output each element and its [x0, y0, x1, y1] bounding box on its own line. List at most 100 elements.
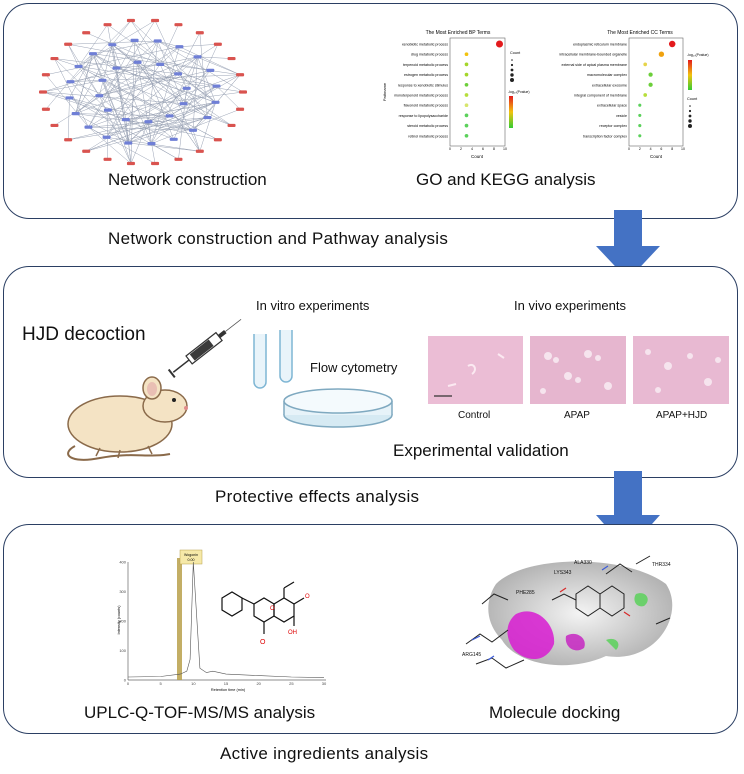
test-tubes-icon: [253, 330, 293, 389]
chart-bubble: [658, 51, 665, 57]
chart-bubble: [638, 134, 642, 138]
chart-bubble: [464, 103, 469, 108]
network-node-target: [211, 100, 220, 104]
chart-tick-label: receptor complex: [599, 124, 627, 128]
chart-tick-label: extracellular space: [597, 104, 627, 108]
chart-tick-label: extracellular exosome: [592, 83, 627, 87]
network-node-target: [189, 128, 198, 132]
chart-bubble: [643, 62, 648, 67]
svg-text:O: O: [270, 606, 275, 612]
bp-legend-count-title: Count: [510, 51, 521, 55]
chart-tick-label: 200: [119, 619, 126, 624]
in-vitro-label: In vitro experiments: [256, 298, 370, 313]
svg-text:O: O: [305, 594, 310, 600]
network-node-target: [103, 108, 112, 112]
network-node-compound: [174, 157, 183, 161]
network-node-target: [108, 43, 117, 47]
network-node-target: [133, 60, 142, 64]
residue-label: ALA330: [574, 560, 592, 566]
uplc-analysis-label: UPLC-Q-TOF-MS/MS analysis: [84, 703, 316, 722]
network-construction-label: Network construction: [108, 170, 267, 189]
chart-bubble: [464, 93, 469, 97]
residue-label: LYS343: [554, 570, 572, 576]
flavone-structure: O O OH O: [221, 581, 310, 646]
cc-legend-pval-title: -log₁₀(Pvalue): [687, 53, 709, 57]
flow-cytometry-label: Flow cytometry: [310, 360, 398, 375]
chart-tick-label: 6: [660, 147, 662, 151]
chart-tick-label: 10: [681, 147, 685, 151]
chart-tick-label: 0: [628, 147, 630, 151]
network-node-target: [153, 39, 162, 43]
go-cc-bubble-chart: The Most Enriched CC Terms endoplasmic r…: [559, 30, 708, 159]
network-node-compound: [151, 18, 160, 23]
residue-label: PHE285: [516, 590, 535, 596]
chart-tick-label: 0: [124, 678, 127, 683]
network-node-target: [102, 135, 111, 139]
histology-texture: [434, 349, 721, 397]
chart-tick-label: 8: [493, 147, 495, 151]
in-vivo-label: In vivo experiments: [514, 298, 626, 313]
network-node-target: [174, 72, 183, 76]
uplc-x-axis-label: Retention time (min): [211, 688, 246, 692]
network-node-target: [84, 125, 93, 129]
go-bp-bubble-chart: The Most Enriched BP Terms xenobiotic me…: [382, 30, 530, 159]
network-node-target: [65, 96, 74, 100]
histology-label-apap-hjd: APAP+HJD: [656, 410, 708, 421]
chart-bubble: [638, 113, 642, 117]
chart-tick-label: 2: [460, 147, 462, 151]
network-node-target: [206, 68, 215, 73]
network-node-compound: [41, 73, 50, 77]
network-node-target: [165, 114, 174, 118]
network-node-compound: [213, 42, 222, 46]
uplc-y-axis-label: Intensity (counts): [117, 605, 121, 635]
network-node-compound: [174, 23, 183, 27]
chart-bubble: [464, 113, 469, 118]
cc-x-axis-label: Count: [650, 154, 663, 159]
network-node-target: [121, 118, 130, 122]
network-node-compound: [236, 107, 245, 111]
network-node-target: [88, 52, 97, 56]
chart-tick-label: flavonoid metabolic process: [404, 104, 449, 108]
chart-tick-label: 100: [119, 648, 126, 653]
chart-tick-label: 5: [160, 681, 163, 686]
network-graph: [39, 18, 247, 166]
network-node-compound: [151, 161, 160, 166]
network-node-compound: [41, 107, 50, 111]
network-node-compound: [227, 123, 236, 128]
network-node-compound: [126, 18, 135, 23]
network-node-target: [147, 142, 156, 146]
chart-tick-label: 10: [191, 681, 196, 686]
cc-legend-count-title: Count: [687, 97, 698, 101]
chart-bubble: [638, 103, 642, 107]
chart-tick-label: drug metabolic process: [411, 53, 448, 57]
chart-bubble: [638, 124, 642, 128]
chart-bubble: [668, 40, 676, 48]
network-node-target: [130, 38, 139, 42]
chart-tick-label: vesicle: [616, 114, 627, 118]
histology-label-apap: APAP: [564, 410, 590, 421]
experimental-validation-label: Experimental validation: [393, 441, 569, 460]
network-node-target: [71, 111, 80, 116]
chart-tick-label: response to lipopolysaccharide: [399, 114, 448, 118]
svg-text:OH: OH: [288, 630, 297, 636]
chart-bubble: [464, 82, 469, 87]
chart-tick-label: transcription factor complex: [583, 134, 627, 138]
chart-tick-label: terpenoid metabolic process: [403, 63, 448, 67]
chart-tick-label: response to xenobiotic stimulus: [398, 83, 448, 87]
chart-tick-label: 20: [256, 681, 261, 686]
histology-label-control: Control: [458, 410, 491, 421]
bp-x-axis-label: Count: [471, 154, 484, 159]
bp-legend-pval-title: -log₁₀(Pvalue): [508, 90, 530, 94]
cc-chart-title: The Most Enriched CC Terms: [607, 30, 673, 36]
network-node-target: [212, 84, 221, 88]
network-node-target: [66, 80, 75, 84]
petri-dish-icon: [283, 388, 393, 428]
histology-apap-image: [530, 336, 626, 404]
network-node-compound: [82, 149, 91, 153]
histology-apap-hjd-image: [633, 336, 729, 404]
chart-tick-label: integral component of membrane: [574, 94, 627, 98]
network-node-compound: [126, 161, 135, 166]
network-node-target: [112, 66, 121, 70]
chart-tick-label: 25: [289, 681, 294, 686]
